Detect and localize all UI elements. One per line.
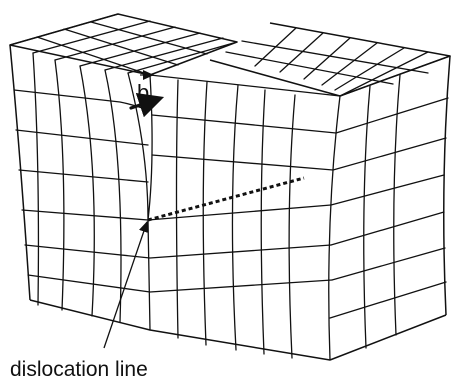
front-face-grid (9, 44, 451, 361)
dislocation-line (147, 176, 305, 222)
dislocation-line-label: dislocation line (10, 358, 148, 381)
top-surface-grid (9, 13, 451, 97)
burgers-vector-arrow (129, 92, 165, 118)
dislocation-pointer-arrow (103, 221, 149, 349)
burgers-vector-label: b (137, 70, 154, 105)
svg-text:b: b (137, 80, 149, 105)
